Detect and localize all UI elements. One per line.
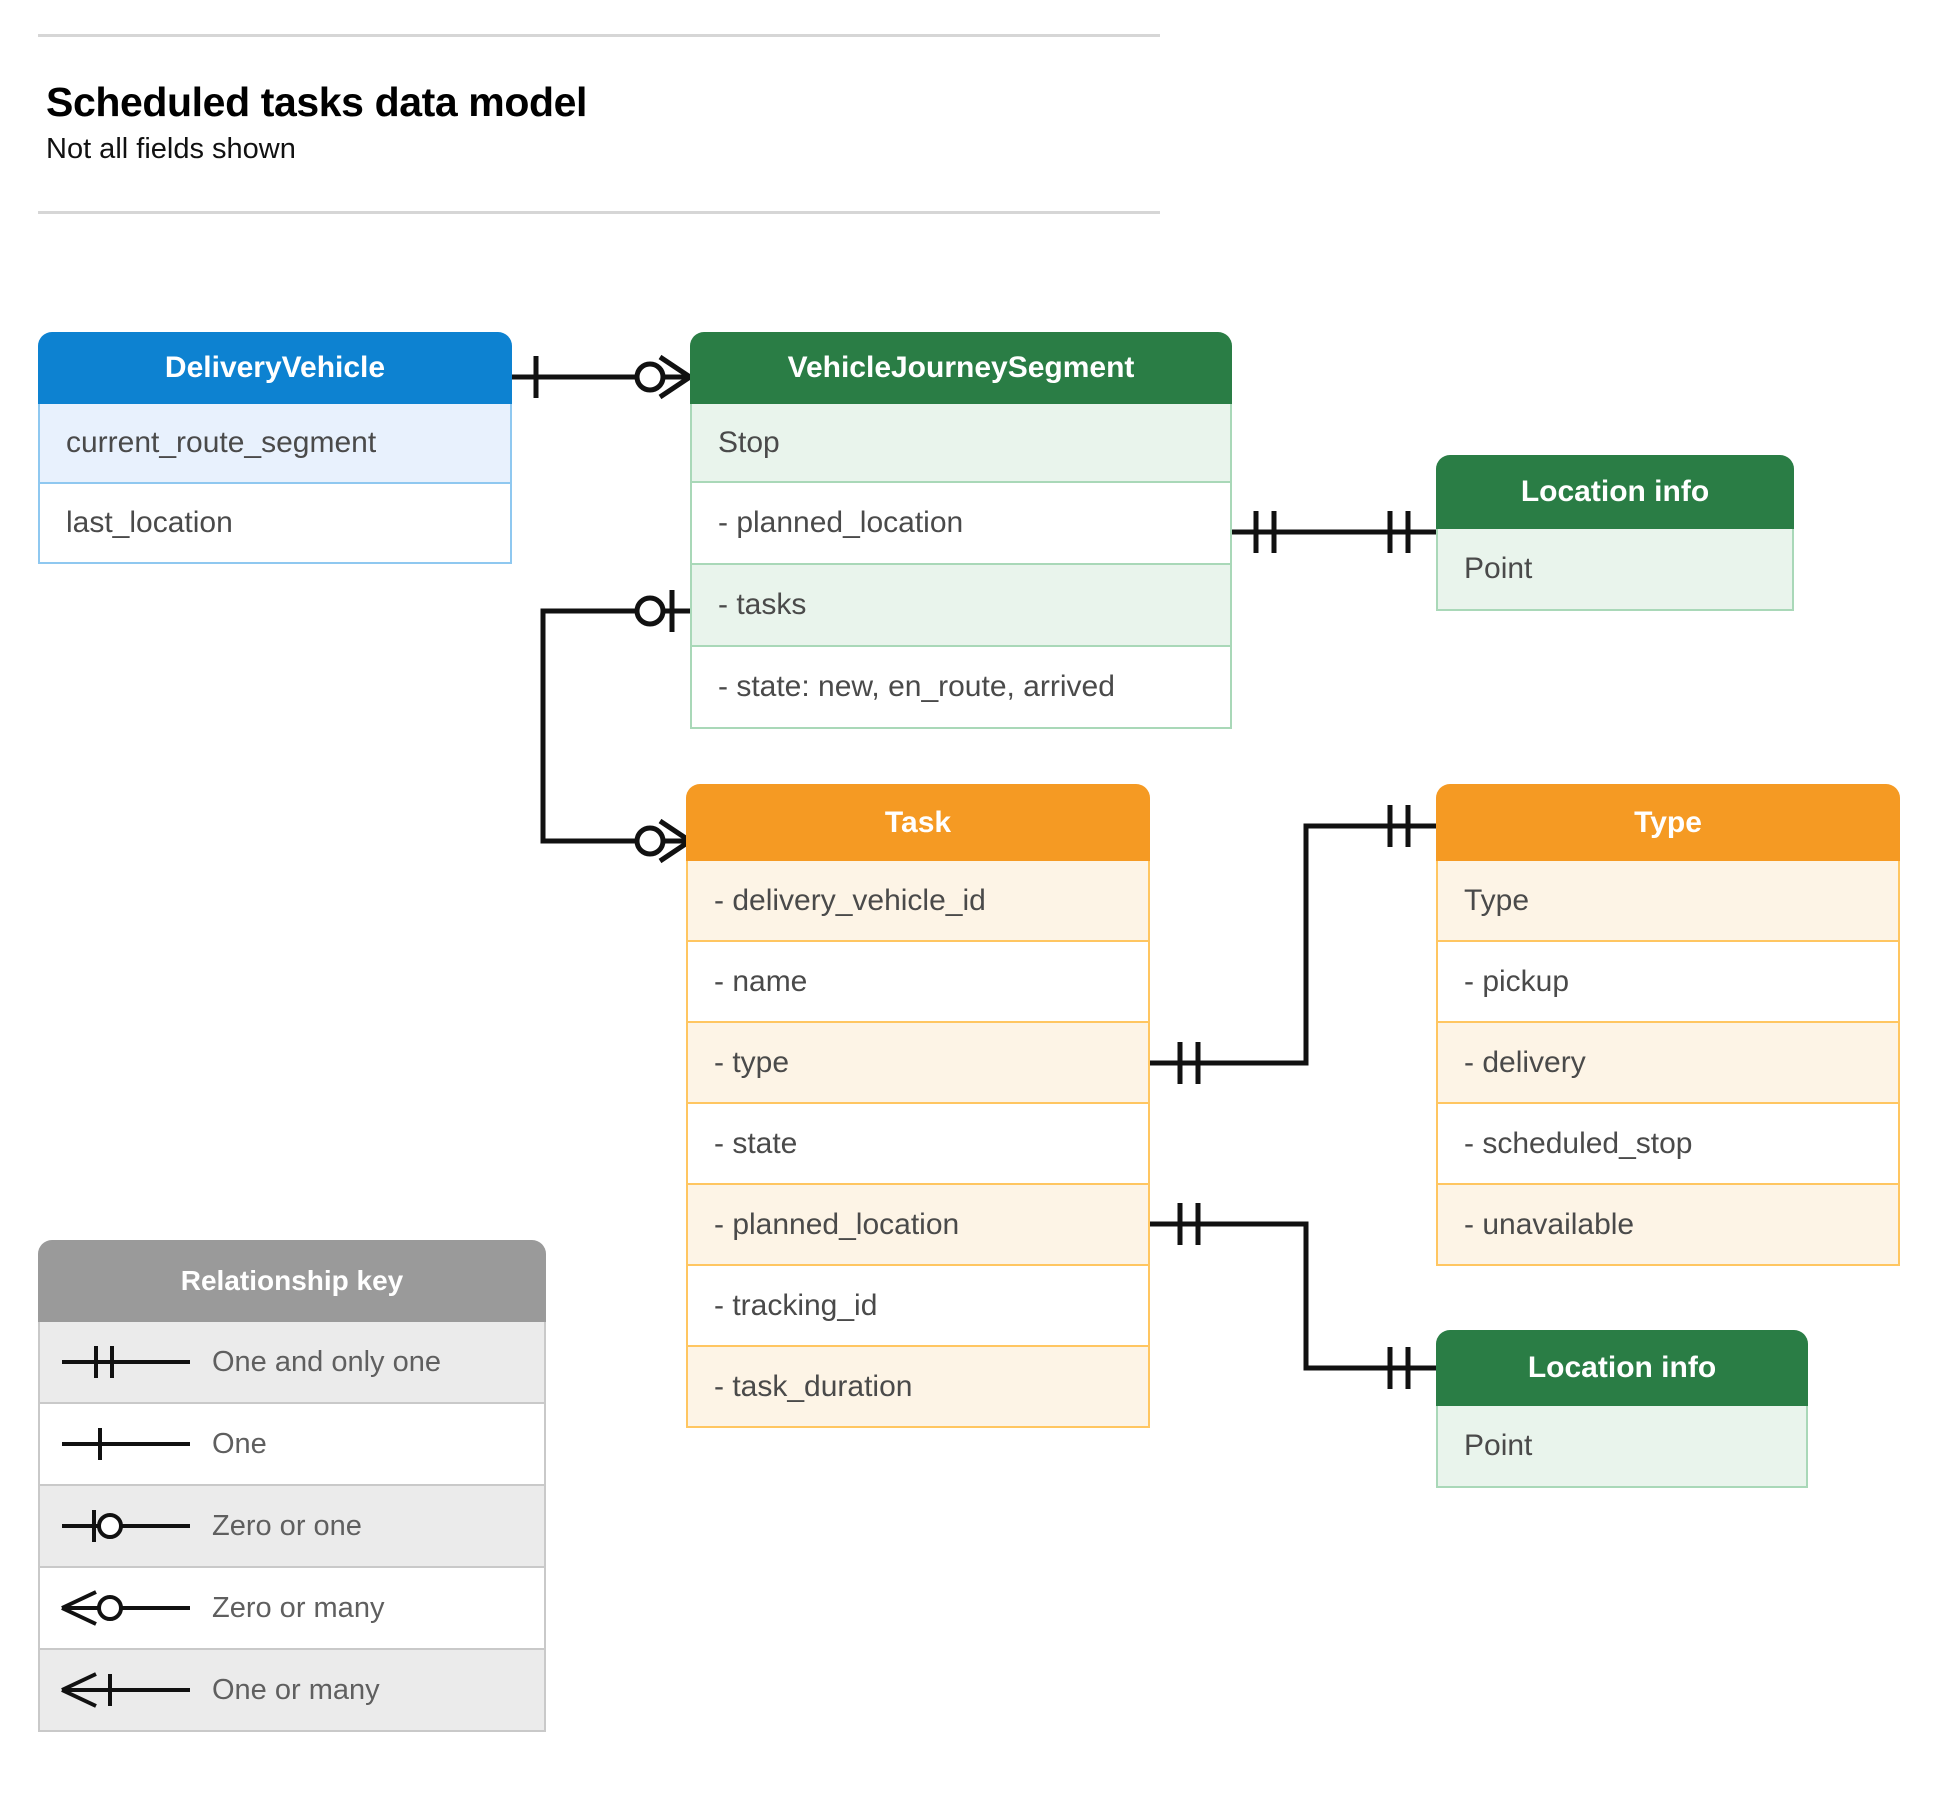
entity-delivery-vehicle[interactable]: DeliveryVehicle current_route_segment la… xyxy=(38,332,512,564)
legend-label: One and only one xyxy=(212,1345,441,1378)
entity-header-delivery-vehicle: DeliveryVehicle xyxy=(38,332,512,404)
entity-task[interactable]: Task - delivery_vehicle_id - name - type… xyxy=(686,784,1150,1428)
field-last-location[interactable]: last_location xyxy=(38,484,512,564)
field-vjs-state[interactable]: - state: new, en_route, arrived xyxy=(690,647,1232,729)
rel-vjstasks-to-task xyxy=(540,590,692,864)
field-location-info-top-point[interactable]: Point xyxy=(1436,529,1794,611)
page-header: Scheduled tasks data model Not all field… xyxy=(38,34,1160,214)
field-current-route-segment[interactable]: current_route_segment xyxy=(38,404,512,484)
field-type-unavailable[interactable]: - unavailable xyxy=(1436,1185,1900,1266)
field-location-info-bottom-point[interactable]: Point xyxy=(1436,1406,1808,1488)
field-task-task-duration[interactable]: - task_duration xyxy=(686,1347,1150,1428)
rel-tasktype-to-type xyxy=(1150,805,1436,1084)
page-title: Scheduled tasks data model xyxy=(46,79,587,125)
legend-label: One or many xyxy=(212,1673,380,1706)
entity-vehicle-journey-segment[interactable]: VehicleJourneySegment Stop - planned_loc… xyxy=(690,332,1232,729)
header-bottom-divider xyxy=(38,210,1160,214)
legend-label: One xyxy=(212,1427,267,1460)
field-vjs-tasks[interactable]: - tasks xyxy=(690,565,1232,647)
legend-label: Zero or many xyxy=(212,1591,385,1624)
one-and-only-one-icon xyxy=(40,1340,212,1384)
field-task-state[interactable]: - state xyxy=(686,1104,1150,1185)
field-vjs-planned-location[interactable]: - planned_location xyxy=(690,483,1232,565)
legend-relationship-key: Relationship key One and only one One xyxy=(38,1240,546,1732)
legend-title: Relationship key xyxy=(38,1240,546,1322)
rel-taskplannedlocation-to-locationinfo-bottom xyxy=(1150,1203,1436,1389)
field-type-scheduled-stop[interactable]: - scheduled_stop xyxy=(1436,1104,1900,1185)
zero-or-many-icon xyxy=(40,1586,212,1630)
field-type-pickup[interactable]: - pickup xyxy=(1436,942,1900,1023)
legend-item-one-or-many: One or many xyxy=(38,1650,546,1732)
field-stop[interactable]: Stop xyxy=(690,404,1232,483)
legend-item-zero-or-many: Zero or many xyxy=(38,1568,546,1650)
page-subtitle: Not all fields shown xyxy=(46,133,296,166)
one-icon xyxy=(40,1422,212,1466)
field-type-type[interactable]: Type xyxy=(1436,861,1900,942)
legend-label: Zero or one xyxy=(212,1509,362,1542)
entity-header-vehicle-journey-segment: VehicleJourneySegment xyxy=(690,332,1232,404)
one-or-many-icon xyxy=(40,1668,212,1712)
rel-vjs-to-locationinfo-top xyxy=(1228,511,1436,553)
field-task-tracking-id[interactable]: - tracking_id xyxy=(686,1266,1150,1347)
header-top-divider xyxy=(38,34,1160,37)
legend-item-one: One xyxy=(38,1404,546,1486)
field-task-name[interactable]: - name xyxy=(686,942,1150,1023)
entity-header-type: Type xyxy=(1436,784,1900,861)
field-task-delivery-vehicle-id[interactable]: - delivery_vehicle_id xyxy=(686,861,1150,942)
entity-header-task: Task xyxy=(686,784,1150,861)
entity-location-info-bottom[interactable]: Location info Point xyxy=(1436,1330,1808,1488)
entity-header-location-info-bottom: Location info xyxy=(1436,1330,1808,1406)
rel-deliveryvehicle-to-vjs xyxy=(512,354,692,400)
zero-or-one-icon xyxy=(40,1504,212,1548)
field-type-delivery[interactable]: - delivery xyxy=(1436,1023,1900,1104)
entity-location-info-top[interactable]: Location info Point xyxy=(1436,455,1794,611)
field-task-type[interactable]: - type xyxy=(686,1023,1150,1104)
entity-type[interactable]: Type Type - pickup - delivery - schedule… xyxy=(1436,784,1900,1266)
legend-item-zero-or-one: Zero or one xyxy=(38,1486,546,1568)
entity-header-location-info-top: Location info xyxy=(1436,455,1794,529)
field-task-planned-location[interactable]: - planned_location xyxy=(686,1185,1150,1266)
legend-item-one-and-only-one: One and only one xyxy=(38,1322,546,1404)
